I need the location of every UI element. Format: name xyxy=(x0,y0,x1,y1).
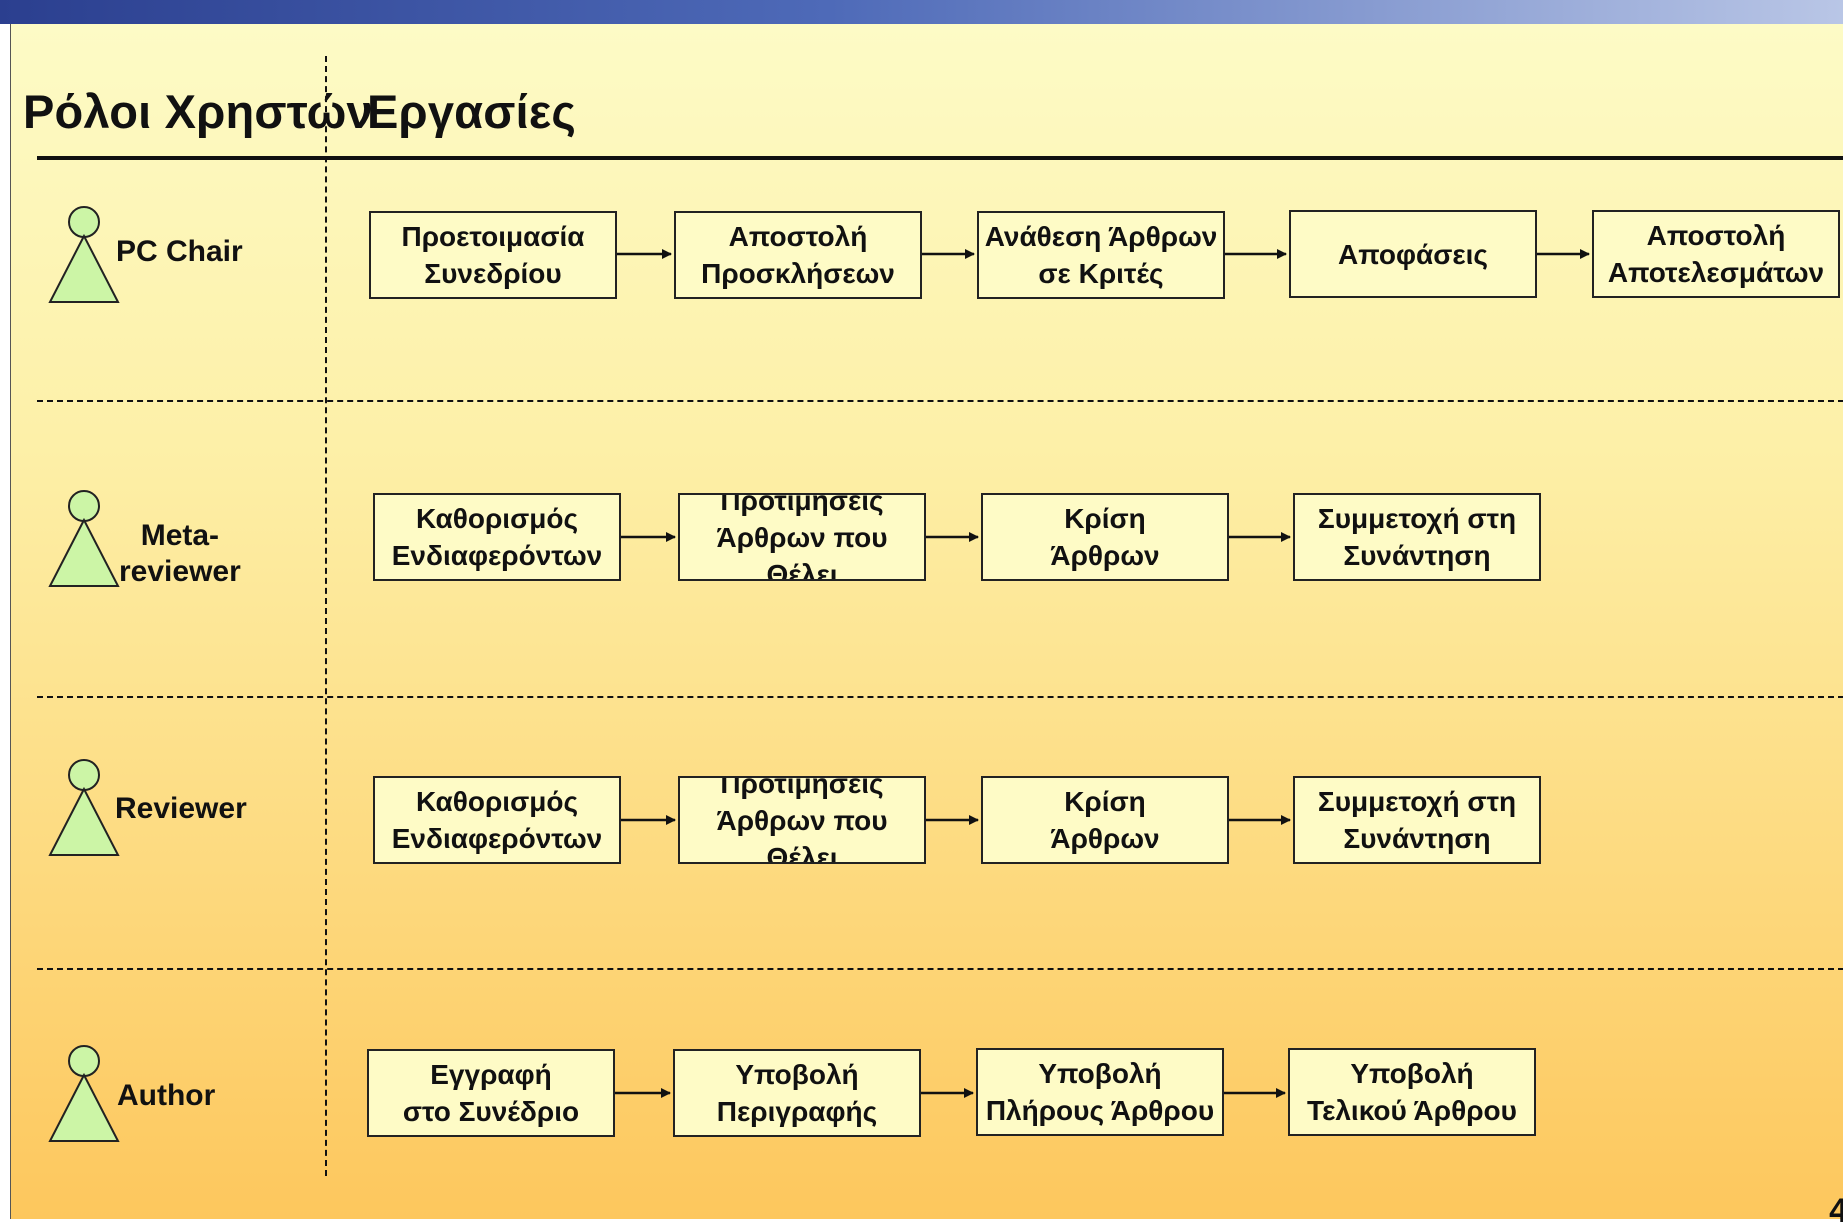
actor-author-icon xyxy=(48,1045,120,1142)
task-meta-reviewer-1: Καθορισμός Ενδιαφερόντων xyxy=(373,493,621,581)
flow-arrows xyxy=(615,249,1590,1098)
role-label-author: Author xyxy=(117,1079,216,1112)
task-author-4: Υποβολή Τελικού Άρθρου xyxy=(1288,1048,1536,1136)
title-bar-gradient xyxy=(0,0,1843,24)
task-pc-chair-3: Ανάθεση Άρθρων σε Κριτές xyxy=(977,211,1225,299)
task-pc-chair-2: Αποστολή Προσκλήσεων xyxy=(674,211,922,299)
lane-divider-1 xyxy=(37,400,1843,402)
role-label-pc-chair: PC Chair xyxy=(116,235,243,268)
lane-divider-3 xyxy=(37,968,1843,970)
task-pc-chair-4: Αποφάσεις xyxy=(1289,210,1537,298)
task-meta-reviewer-4: Συμμετοχή στη Συνάντηση xyxy=(1293,493,1541,581)
task-author-2: Υποβολή Περιγραφής xyxy=(673,1049,921,1137)
tasks-column-header: Εργασίες xyxy=(367,85,577,138)
lane-divider-2 xyxy=(37,696,1843,698)
role-label-reviewer: Reviewer xyxy=(115,792,247,825)
task-reviewer-4: Συμμετοχή στη Συνάντηση xyxy=(1293,776,1541,864)
column-divider xyxy=(325,56,327,1176)
task-reviewer-1: Καθορισμός Ενδιαφερόντων xyxy=(373,776,621,864)
task-meta-reviewer-2: Προτιμήσεις Άρθρων που Θέλει xyxy=(678,493,926,581)
actor-meta-reviewer-icon xyxy=(48,490,120,587)
task-author-3: Υποβολή Πλήρους Άρθρου xyxy=(976,1048,1224,1136)
page-number: 4 xyxy=(1829,1192,1843,1230)
header-rule xyxy=(37,156,1843,160)
task-meta-reviewer-3: Κρίση Άρθρων xyxy=(981,493,1229,581)
task-reviewer-2: Προτιμήσεις Άρθρων που Θέλει xyxy=(678,776,926,864)
actor-reviewer-icon xyxy=(48,759,120,856)
task-author-1: Εγγραφή στο Συνέδριο xyxy=(367,1049,615,1137)
task-reviewer-3: Κρίση Άρθρων xyxy=(981,776,1229,864)
role-label-meta-reviewer: Meta- reviewer xyxy=(119,519,241,588)
actor-pc-chair-icon xyxy=(48,206,120,303)
slide-canvas: Ρόλοι Χρηστών Εργασίες PC Chair Προετοιμ… xyxy=(10,24,1843,1230)
task-pc-chair-1: Προετοιμασία Συνεδρίου xyxy=(369,211,617,299)
roles-column-header: Ρόλοι Χρηστών xyxy=(23,85,373,138)
task-pc-chair-5: Αποστολή Αποτελεσμάτων xyxy=(1592,210,1840,298)
